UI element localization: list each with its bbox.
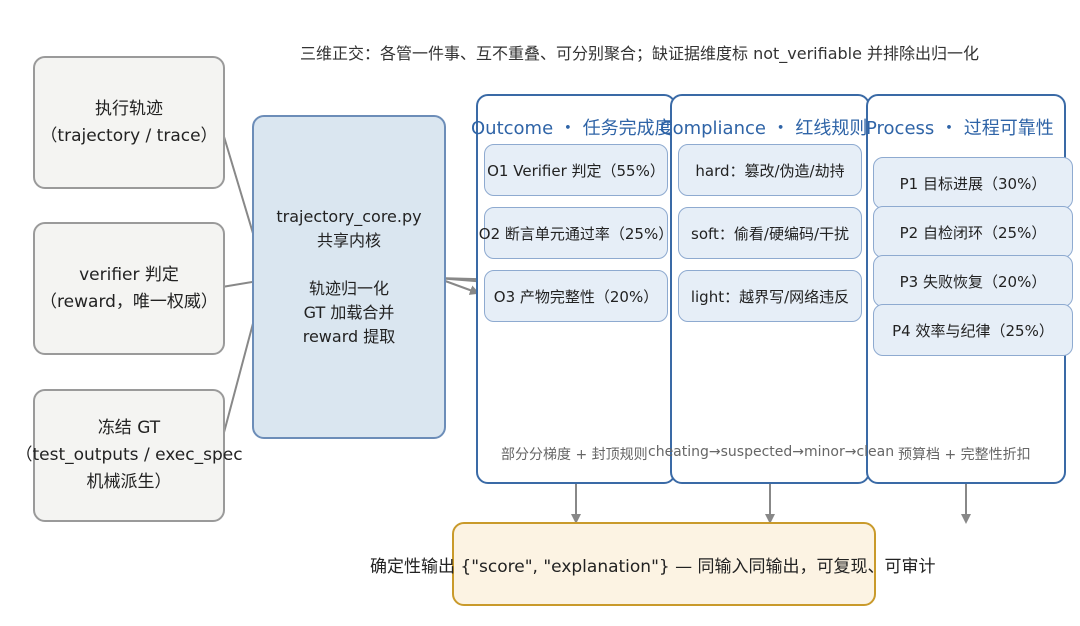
compliance-title: Compliance ・ 红线规则 [660,118,868,139]
core-step-gt-merge: GT 加载合并 [303,303,395,322]
output-text: 确定性输出 {"score", "explanation"} — 同输入同输出，… [370,557,936,577]
output-box [452,522,876,606]
process-note: 预算档 + 完整性折扣 [898,447,1031,463]
input-verifier-title: verifier 判定 [79,264,179,285]
outcome-item-o1: O1 Verifier 判定（55%） [484,144,668,196]
process-item-p3: P3 失败恢复（20%） [873,255,1073,307]
input-gt-title: 冻结 GT [97,418,161,438]
compliance-item-soft: soft：偷看/硬编码/干扰 [678,207,862,259]
core-title: trajectory_core.py [276,207,422,226]
input-gt-detail: （test_outputs / exec_spec [15,445,243,465]
outcome-title: Outcome ・ 任务完成度 [471,118,673,139]
compliance-item-hard: hard：篡改/伪造/劫持 [678,144,862,196]
input-verifier: verifier 判定 （reward，唯一权威） [33,222,225,355]
diagram-caption: 三维正交：各管一件事、互不重叠、可分别聚合；缺证据维度标 not_verifia… [300,44,980,63]
outcome-item-o3: O3 产物完整性（20%） [484,270,668,322]
input-verifier-detail: （reward，唯一权威） [40,291,218,312]
process-title: Process ・ 过程可靠性 [866,118,1054,139]
input-trajectory: 执行轨迹 （trajectory / trace） [33,56,225,189]
process-item-p2: P2 自检闭环（25%） [873,206,1073,258]
input-gt-detail-2: 机械派生） [86,472,172,492]
compliance-item-light: light：越界写/网络违反 [678,270,862,322]
trajectory-core-box: trajectory_core.py 共享内核 轨迹归一化 GT 加载合并 re… [252,115,446,439]
core-step-normalize: 轨迹归一化 [308,279,389,298]
outcome-note: 部分分梯度 + 封顶规则 [501,447,648,463]
core-subtitle: 共享内核 [316,231,381,250]
input-trajectory-title: 执行轨迹 [95,98,163,119]
input-trajectory-detail: （trajectory / trace） [40,125,218,146]
process-item-p4: P4 效率与纪律（25%） [873,304,1073,356]
compliance-note: cheating→suspected→minor→clean [648,444,895,460]
outcome-item-o2: O2 断言单元通过率（25%） [479,207,673,259]
process-item-p1: P1 目标进展（30%） [873,157,1073,209]
core-step-reward: reward 提取 [302,327,396,346]
input-frozen-gt: 冻结 GT （test_outputs / exec_spec 机械派生） [15,389,243,522]
